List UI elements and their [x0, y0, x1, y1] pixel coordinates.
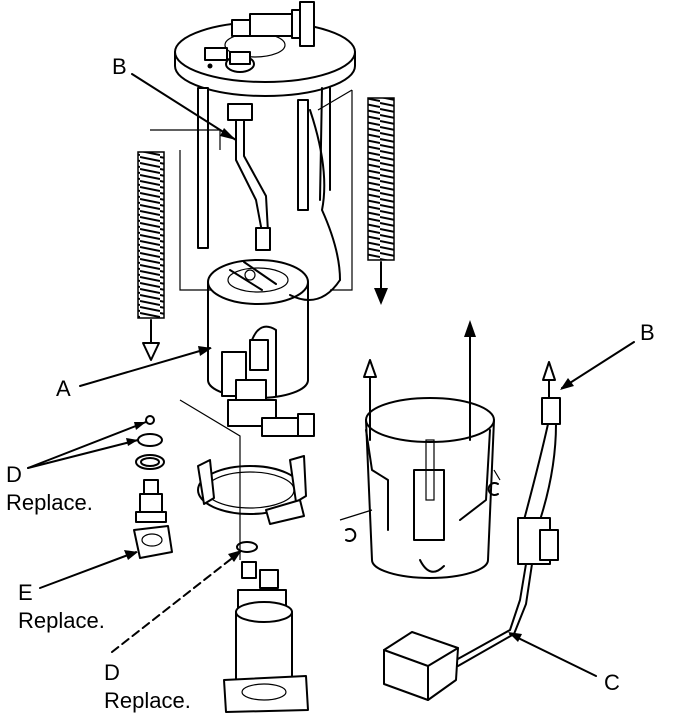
label-b-right: B [640, 320, 655, 345]
label-e-note: Replace. [18, 608, 105, 633]
label-d-upper-note: Replace. [6, 490, 93, 515]
fuel-level-sender [383, 361, 561, 701]
label-c: C [604, 670, 620, 695]
reservoir-cup [339, 320, 501, 579]
label-b-top: B [112, 54, 127, 79]
label-d-upper: D [6, 462, 22, 487]
retainer-ring [197, 455, 307, 525]
spring-right [317, 89, 395, 305]
label-d-lower-note: Replace. [104, 688, 191, 713]
label-a: A [56, 376, 71, 401]
label-e: E [18, 580, 33, 605]
spring-left [137, 129, 221, 361]
pump-module-body [179, 259, 341, 560]
label-d-lower: D [104, 660, 120, 685]
small-seals [133, 415, 258, 559]
fuel-pump-motor [223, 561, 309, 713]
fuel-pump-flange [174, 1, 356, 281]
leader-lines [27, 73, 635, 677]
